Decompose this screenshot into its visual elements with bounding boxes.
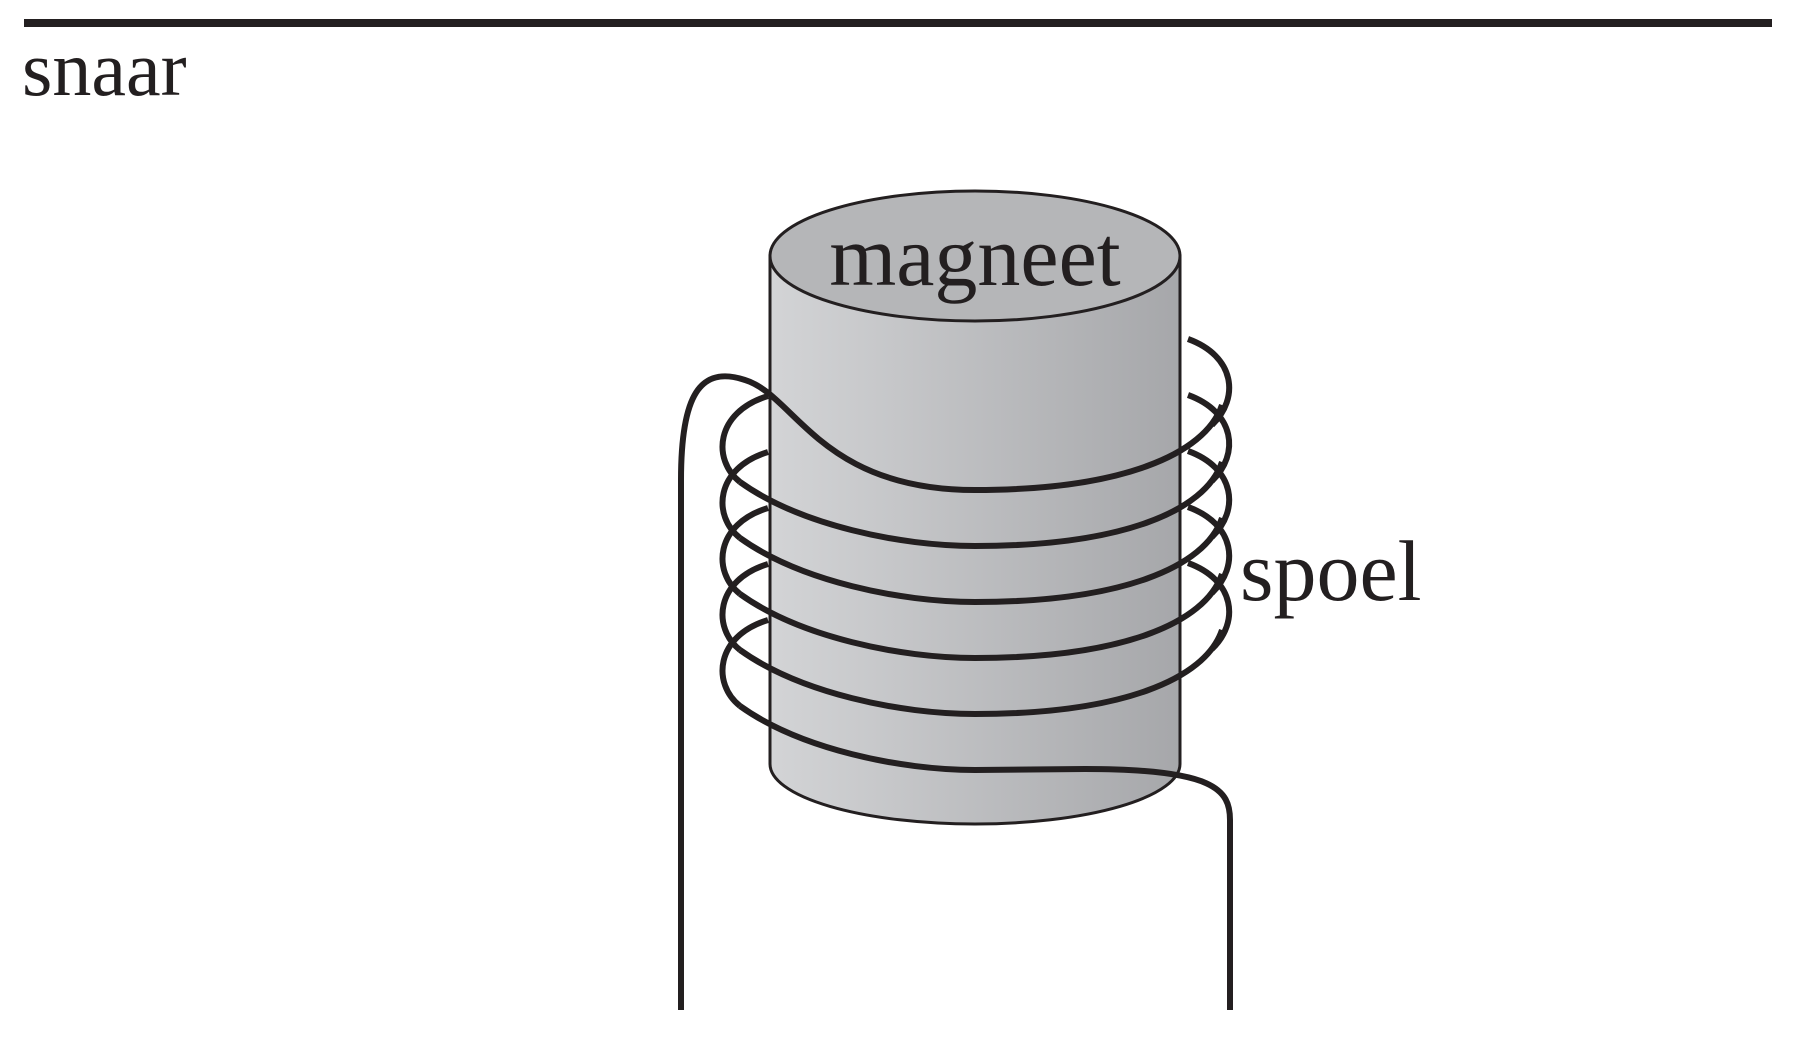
coil-turn — [738, 628, 1225, 718]
magnet-top — [768, 189, 1182, 323]
coil-label: spoel — [1240, 523, 1422, 619]
magnet-body — [768, 254, 1182, 826]
string-label: snaar — [22, 25, 187, 112]
coil-turn — [738, 572, 1225, 662]
coil-back-turns — [719, 336, 1233, 709]
coil-right-lead — [738, 703, 1233, 1010]
magnet: magneet — [768, 189, 1182, 826]
magnet-label: magneet — [829, 208, 1120, 304]
coil-turn — [738, 516, 1225, 606]
coil-left-lead — [678, 373, 1225, 1010]
coil-front — [678, 373, 1233, 1010]
coil-turn — [738, 460, 1225, 550]
